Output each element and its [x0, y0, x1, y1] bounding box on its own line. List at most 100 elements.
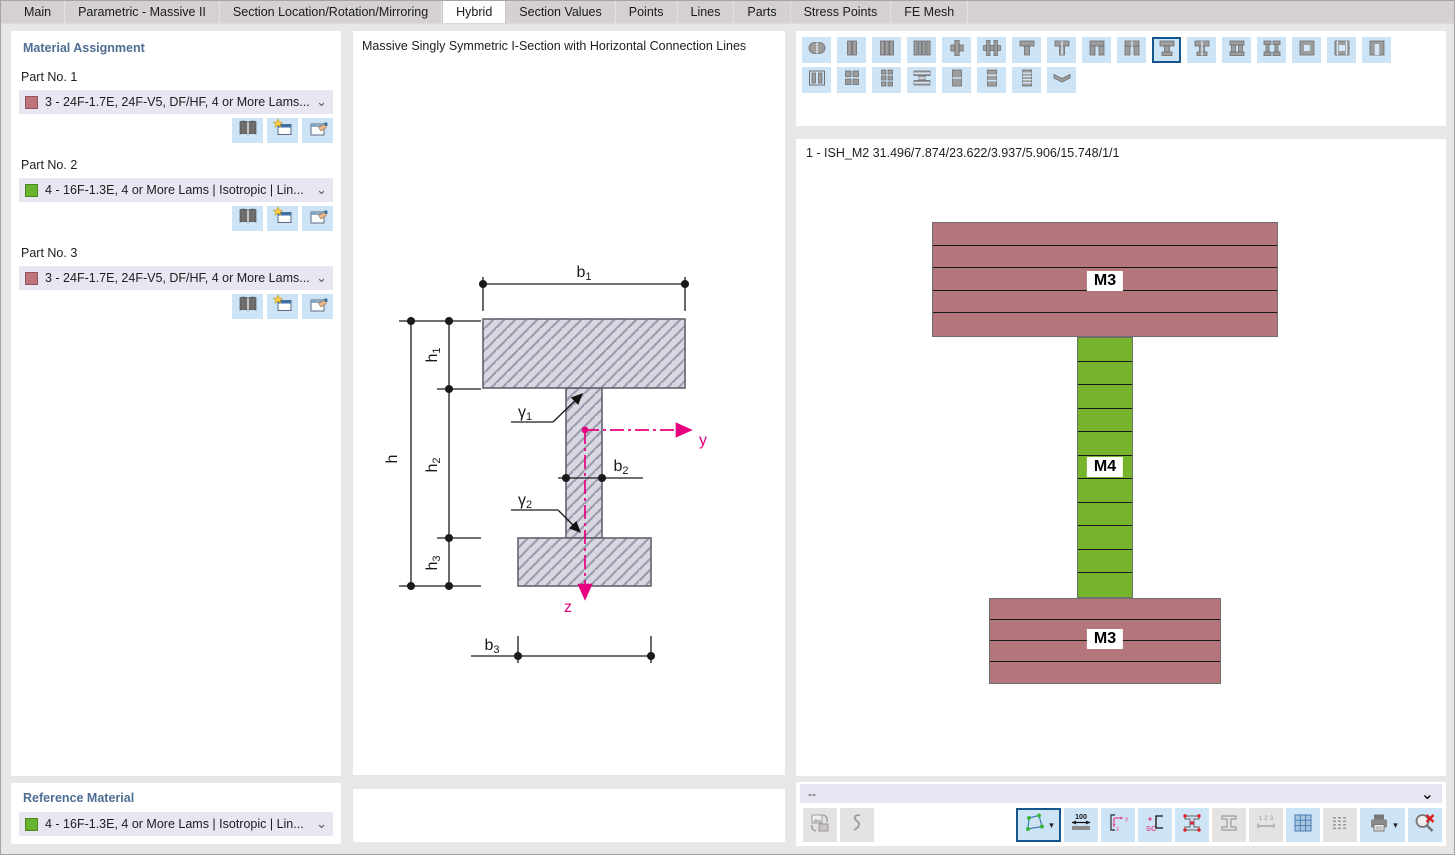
reference-material-dropdown[interactable]: 4 - 16F-1.3E, 4 or More Lams | Isotropic… — [19, 812, 333, 836]
section-tee[interactable] — [1012, 37, 1041, 63]
material-library-button[interactable] — [232, 294, 263, 319]
reference-material-header: Reference Material — [23, 791, 135, 805]
tab-fe-mesh[interactable]: FE Mesh — [891, 1, 969, 23]
result-dropdown[interactable]: -- ⌄ — [800, 784, 1442, 803]
shear-center-button[interactable]: SC — [1138, 808, 1172, 842]
stress-points-button[interactable] — [1175, 808, 1209, 842]
section-double-box[interactable] — [802, 67, 831, 93]
lamination-line — [1078, 548, 1132, 550]
library-book-icon — [237, 118, 259, 143]
zoom-reset-icon — [1413, 811, 1437, 840]
section-box-split[interactable] — [1327, 37, 1356, 63]
tab-hybrid[interactable]: Hybrid — [442, 1, 507, 23]
section-box-slot[interactable] — [1362, 37, 1391, 63]
material-library-button[interactable] — [232, 206, 263, 231]
new-material-button[interactable] — [267, 118, 298, 143]
lamination-line — [1078, 525, 1132, 527]
show-dimensions-icon: 100 — [1069, 811, 1093, 840]
section-box-slot-icon — [1366, 38, 1388, 63]
section-cross-icon — [946, 38, 968, 63]
section-plain-button — [1212, 808, 1246, 842]
section-stack-laminated[interactable] — [1012, 67, 1041, 93]
render-fill-mode-button[interactable]: ▾ — [1016, 808, 1061, 842]
material-color-swatch — [25, 817, 38, 831]
section-u-inverted[interactable] — [1082, 37, 1111, 63]
material-assignment-header: Material Assignment — [23, 41, 145, 55]
edit-material-button[interactable] — [302, 294, 333, 319]
tab-points[interactable]: Points — [616, 1, 678, 23]
material-dropdown[interactable]: 3 - 24F-1.7E, 24F-V5, DF/HF, 4 or More L… — [19, 90, 333, 114]
material-color-swatch — [25, 95, 38, 109]
tab-main[interactable]: Main — [11, 1, 66, 23]
edit-material-button[interactable] — [302, 118, 333, 143]
section-4-bars[interactable] — [907, 37, 936, 63]
print-button[interactable]: ▾ — [1360, 808, 1405, 842]
render-fill-mode-icon — [1023, 811, 1047, 840]
section-type-toolbar — [796, 31, 1446, 126]
material-dropdown-value: 3 - 24F-1.7E, 24F-V5, DF/HF, 4 or More L… — [45, 95, 310, 109]
material-library-button[interactable] — [232, 118, 263, 143]
reference-material-value: 4 - 16F-1.3E, 4 or More Lams | Isotropic… — [45, 817, 304, 831]
section-double-web-i[interactable] — [1222, 37, 1251, 63]
section-4-squares[interactable] — [837, 67, 866, 93]
copy-image-icon — [808, 811, 832, 840]
diagram-title: Massive Singly Symmetric I-Section with … — [362, 39, 747, 53]
lamination-line — [933, 244, 1277, 246]
section-tee-split[interactable] — [1047, 37, 1076, 63]
section-cross[interactable] — [942, 37, 971, 63]
section-double-i[interactable] — [1257, 37, 1286, 63]
new-material-icon — [272, 206, 294, 231]
result-dropdown-value: -- — [808, 786, 816, 801]
section-3-bars[interactable] — [872, 37, 901, 63]
show-dimensions-button[interactable]: 100 — [1064, 808, 1098, 842]
tab-section-location-rotation-mirroring[interactable]: Section Location/Rotation/Mirroring — [220, 1, 443, 23]
section-stack-2[interactable] — [942, 67, 971, 93]
tab-parts[interactable]: Parts — [734, 1, 791, 23]
section-designation: 1 - ISH_M2 31.496/7.874/23.622/3.937/5.9… — [806, 146, 1120, 160]
lamination-line — [1078, 501, 1132, 503]
numbering-button: 1 2 3 — [1249, 808, 1283, 842]
material-dropdown[interactable]: 4 - 16F-1.3E, 4 or More Lams | Isotropic… — [19, 178, 333, 202]
zoom-reset-button[interactable] — [1408, 808, 1442, 842]
new-material-button[interactable] — [267, 294, 298, 319]
material-tag-web: M4 — [1086, 457, 1124, 477]
section-double-cross-icon — [981, 38, 1003, 63]
material-dropdown[interactable]: 3 - 24F-1.7E, 24F-V5, DF/HF, 4 or More L… — [19, 266, 333, 290]
copy-image-button — [803, 808, 837, 842]
section-2-bars[interactable] — [837, 37, 866, 63]
stress-points-icon — [1180, 811, 1204, 840]
section-glulam-rounded[interactable] — [802, 37, 831, 63]
dropdown-caret-icon: ▾ — [1049, 819, 1054, 830]
section-u-inverted-split[interactable] — [1117, 37, 1146, 63]
edit-material-button[interactable] — [302, 206, 333, 231]
section-double-cross[interactable] — [977, 37, 1006, 63]
material-dropdown-value: 4 - 16F-1.3E, 4 or More Lams | Isotropic… — [45, 183, 304, 197]
lamination-line — [990, 619, 1220, 620]
shear-center-icon: SC — [1143, 811, 1167, 840]
new-material-button[interactable] — [267, 206, 298, 231]
section-i-singly-symmetric-split[interactable] — [1187, 37, 1216, 63]
section-box[interactable] — [1292, 37, 1321, 63]
tab-parametric-massive-ii[interactable]: Parametric - Massive II — [65, 1, 220, 23]
section-stack-3[interactable] — [977, 67, 1006, 93]
print-icon — [1367, 811, 1391, 840]
tab-lines[interactable]: Lines — [678, 1, 735, 23]
section-v-shape[interactable] — [1047, 67, 1076, 93]
svg-text:100: 100 — [1075, 814, 1087, 821]
section-3-bars-icon — [876, 38, 898, 63]
section-v-shape-icon — [1051, 68, 1073, 93]
tab-stress-points[interactable]: Stress Points — [791, 1, 892, 23]
section-i-laminated[interactable] — [907, 67, 936, 93]
section-6-squares[interactable] — [872, 67, 901, 93]
svg-text:b1: b1 — [576, 264, 591, 283]
tab-section-values[interactable]: Section Values — [506, 1, 616, 23]
section-outline-button — [840, 808, 874, 842]
table-grid-button[interactable] — [1286, 808, 1320, 842]
section-i-singly-symmetric[interactable] — [1152, 37, 1181, 63]
svg-text:γ2: γ2 — [518, 492, 532, 511]
section-box-split-icon — [1331, 38, 1353, 63]
